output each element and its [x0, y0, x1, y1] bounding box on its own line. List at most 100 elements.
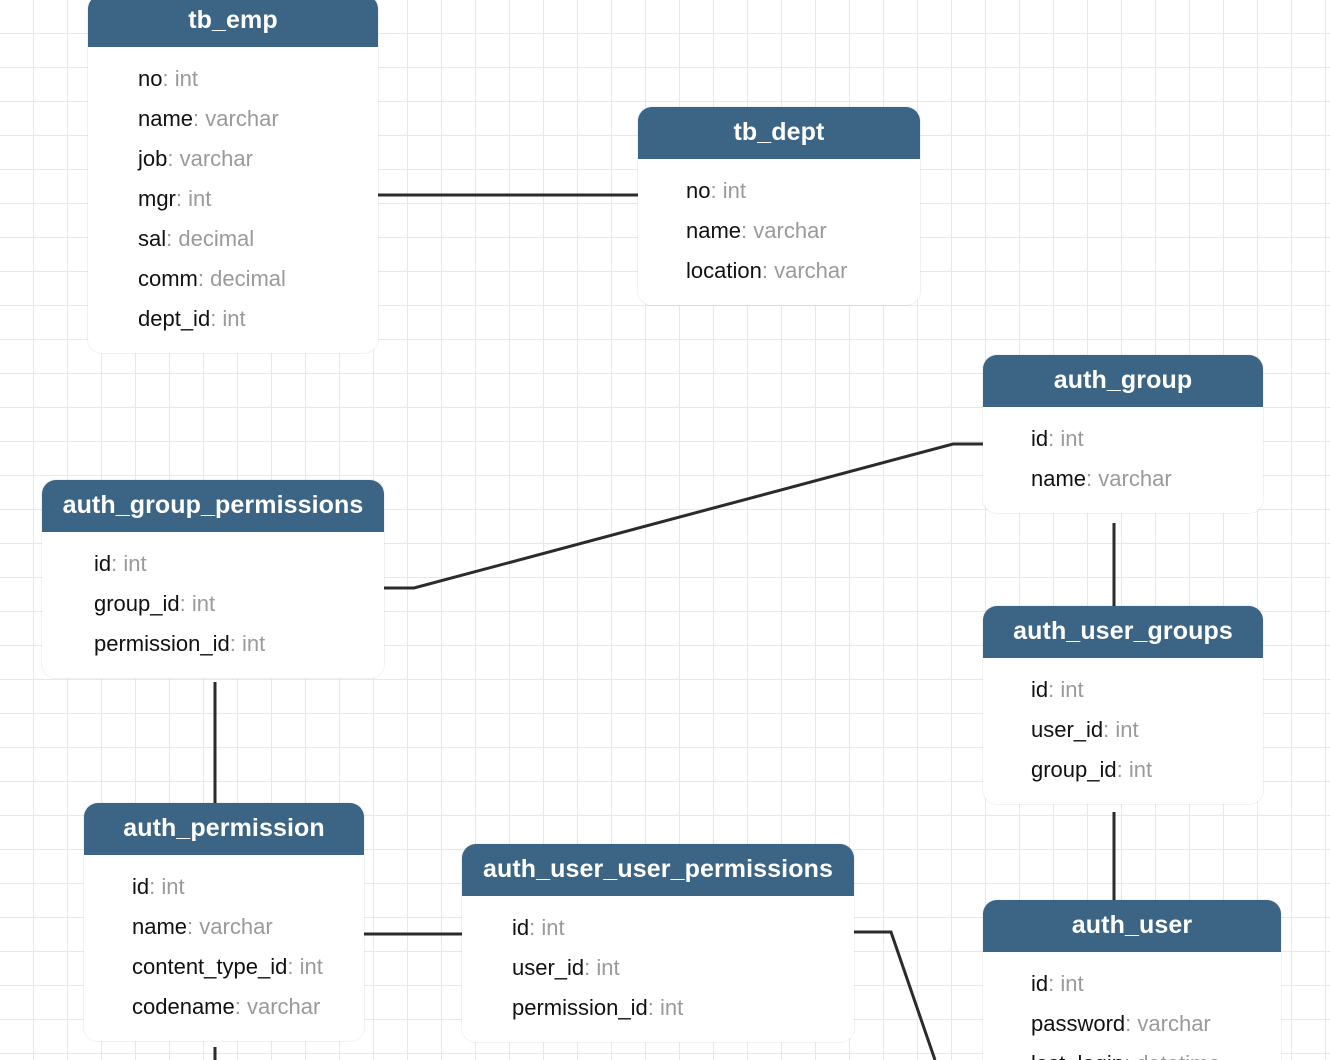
field-type: int: [1060, 426, 1084, 451]
field-row: group_id: int: [983, 750, 1263, 790]
field-name: group_id: [1031, 757, 1117, 782]
field-separator: :: [761, 258, 775, 283]
field-type: int: [174, 66, 198, 91]
entity-fields-auth-permission: id: int name: varchar content_type_id: i…: [84, 855, 364, 1041]
entity-fields-auth-user-user-permissions: id: int user_id: int permission_id: int: [462, 896, 854, 1042]
field-separator: :: [1048, 426, 1061, 451]
field-separator: :: [210, 306, 223, 331]
field-row: user_id: int: [462, 948, 854, 988]
field-type: int: [596, 955, 620, 980]
field-row: comm: decimal: [88, 259, 378, 299]
entity-title-auth-user: auth_user: [983, 900, 1281, 952]
entity-title-tb-emp: tb_emp: [88, 0, 378, 47]
field-separator: :: [197, 266, 211, 291]
entity-auth-user[interactable]: auth_user id: int password: varchar last…: [983, 900, 1281, 1060]
field-row: no: int: [638, 171, 920, 211]
field-separator: :: [287, 954, 300, 979]
field-name: id: [512, 915, 530, 940]
field-row: id: int: [462, 908, 854, 948]
field-separator: :: [647, 995, 660, 1020]
field-separator: :: [166, 226, 179, 251]
field-name: id: [1031, 971, 1049, 996]
field-type: datetime: [1136, 1051, 1220, 1060]
field-row: permission_id: int: [42, 624, 384, 664]
entity-auth-group[interactable]: auth_group id: int name: varchar: [983, 355, 1263, 513]
entity-fields-auth-group: id: int name: varchar: [983, 407, 1263, 513]
field-row: id: int: [42, 544, 384, 584]
field-name: sal: [138, 226, 167, 251]
edge-auth_group_permissions-auth_group: [384, 442, 983, 590]
field-row: no: int: [88, 59, 378, 99]
field-name: name: [1031, 466, 1087, 491]
field-separator: :: [111, 551, 124, 576]
field-row: id: int: [84, 867, 364, 907]
field-row: id: int: [983, 670, 1263, 710]
field-type: varchar: [1098, 466, 1172, 491]
field-type: int: [161, 874, 185, 899]
entity-title-auth-group: auth_group: [983, 355, 1263, 407]
field-separator: :: [1124, 1051, 1136, 1060]
entity-title-auth-user-user-permissions: auth_user_user_permissions: [462, 844, 854, 896]
field-type: int: [659, 995, 684, 1020]
field-name: name: [132, 914, 188, 939]
field-separator: :: [741, 218, 754, 243]
entity-fields-tb-emp: no: int name: varchar job: varchar mgr: …: [88, 47, 378, 353]
entity-tb-emp[interactable]: tb_emp no: int name: varchar job: varcha…: [88, 0, 378, 353]
field-name: id: [1031, 677, 1049, 702]
field-separator: :: [175, 186, 189, 211]
field-row: name: varchar: [983, 459, 1263, 499]
field-type: int: [1060, 971, 1084, 996]
field-row: name: varchar: [88, 99, 378, 139]
field-name: job: [138, 146, 168, 171]
entity-fields-auth-group-permissions: id: int group_id: int permission_id: int: [42, 532, 384, 678]
field-row: group_id: int: [42, 584, 384, 624]
field-row: last_login: datetime: [983, 1044, 1281, 1060]
field-name: user_id: [1031, 717, 1104, 742]
field-separator: :: [1086, 466, 1099, 491]
field-separator: :: [187, 914, 200, 939]
field-row: job: varchar: [88, 139, 378, 179]
field-row: dept_id: int: [88, 299, 378, 339]
field-name: name: [138, 106, 194, 131]
entity-auth-user-groups[interactable]: auth_user_groups id: int user_id: int gr…: [983, 606, 1263, 804]
field-row: mgr: int: [88, 179, 378, 219]
field-type: int: [188, 186, 212, 211]
field-type: varchar: [246, 994, 321, 1019]
field-name: permission_id: [94, 631, 230, 656]
field-type: decimal: [210, 266, 286, 291]
field-type: varchar: [753, 218, 827, 243]
field-separator: :: [193, 106, 206, 131]
field-row: password: varchar: [983, 1004, 1281, 1044]
field-type: varchar: [205, 106, 279, 131]
field-separator: :: [1103, 717, 1116, 742]
field-separator: :: [149, 874, 162, 899]
entity-fields-auth-user-groups: id: int user_id: int group_id: int: [983, 658, 1263, 804]
field-row: id: int: [983, 419, 1263, 459]
field-type: int: [541, 915, 565, 940]
field-name: comm: [138, 266, 198, 291]
entity-auth-permission[interactable]: auth_permission id: int name: varchar co…: [84, 803, 364, 1041]
field-type: int: [222, 306, 246, 331]
field-name: id: [94, 551, 112, 576]
field-name: id: [132, 874, 150, 899]
field-row: name: varchar: [84, 907, 364, 947]
field-type: int: [241, 631, 266, 656]
field-name: last_login: [1031, 1051, 1124, 1060]
field-name: mgr: [138, 186, 176, 211]
field-type: int: [191, 591, 216, 616]
entity-auth-user-user-permissions[interactable]: auth_user_user_permissions id: int user_…: [462, 844, 854, 1042]
field-type: varchar: [199, 914, 273, 939]
field-type: varchar: [1137, 1011, 1211, 1036]
field-name: location: [686, 258, 762, 283]
field-type: varchar: [774, 258, 848, 283]
entity-auth-group-permissions[interactable]: auth_group_permissions id: int group_id:…: [42, 480, 384, 678]
field-separator: :: [710, 178, 723, 203]
field-name: user_id: [512, 955, 585, 980]
field-separator: :: [529, 915, 542, 940]
field-name: password: [1031, 1011, 1126, 1036]
field-name: dept_id: [138, 306, 211, 331]
entity-tb-dept[interactable]: tb_dept no: int name: varchar location: …: [638, 107, 920, 305]
field-separator: :: [1125, 1011, 1138, 1036]
entity-title-auth-user-groups: auth_user_groups: [983, 606, 1263, 658]
